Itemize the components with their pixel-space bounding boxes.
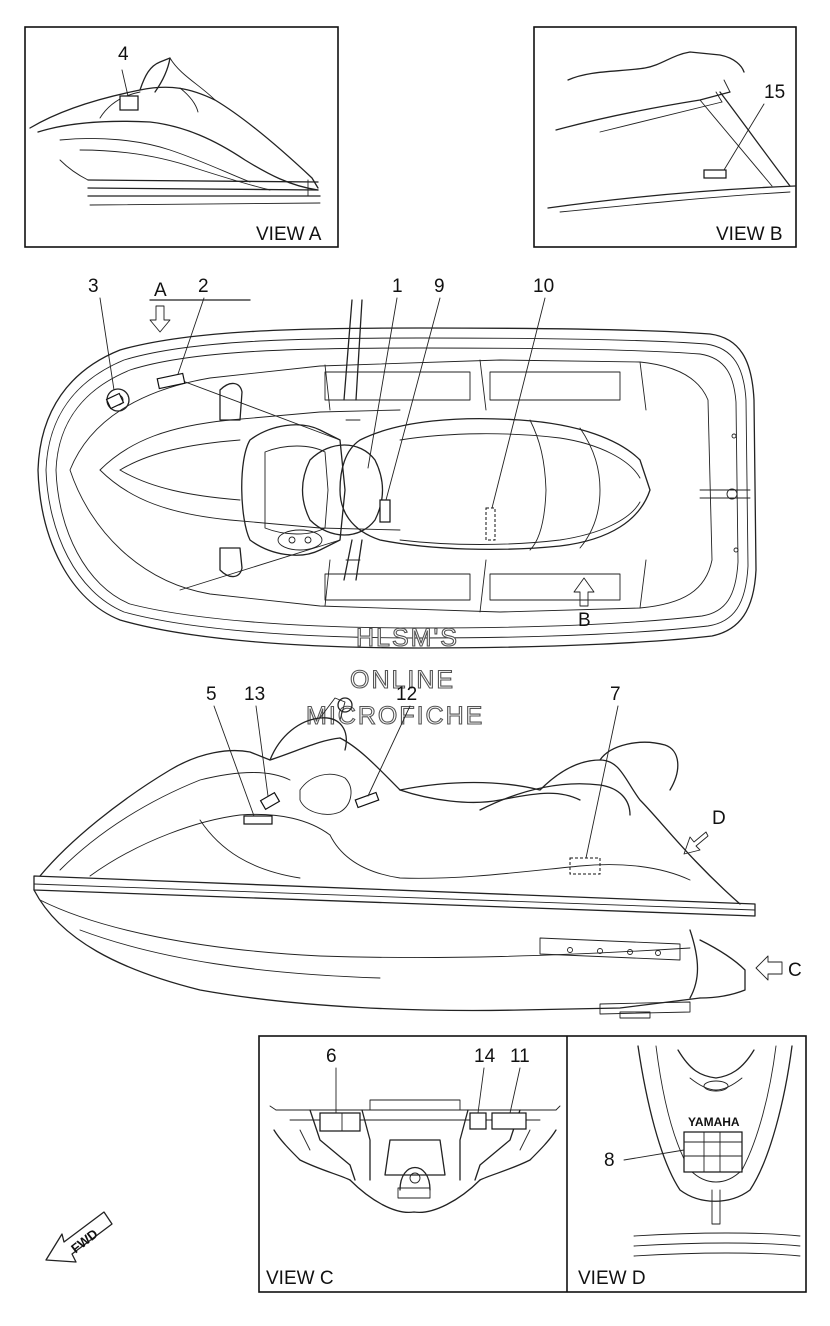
callout-4: 4 [118, 44, 129, 65]
watermark-line-2: ONLINE [350, 666, 455, 694]
brand-logo-text: YAMAHA [688, 1115, 740, 1129]
fwd-arrow-icon [45, 1211, 113, 1263]
fwd-arrow: FWD [45, 1211, 113, 1263]
label-6-patch [319, 1112, 361, 1132]
top-view: 3 2 1 9 10 A B [37, 276, 757, 649]
arrow-b-icon [573, 577, 595, 607]
label-8-patch [683, 1131, 743, 1173]
view-a-drawing [29, 57, 321, 206]
view-a-panel: 4 VIEW A [24, 26, 339, 248]
watermark-line-3: MICROFICHE [306, 702, 484, 730]
fwd-label: FWD [68, 1226, 101, 1256]
label-2-patch [156, 372, 186, 390]
view-a-frame [24, 26, 339, 248]
view-b-drawing [547, 51, 796, 213]
callout-11: 11 [510, 1046, 530, 1067]
callout-9: 9 [434, 276, 445, 297]
watermark: HLSM'S ONLINE MICROFICHE [305, 623, 484, 730]
label-14-patch [469, 1112, 487, 1130]
view-c-d-panel: 6 14 11 VIEW C YAMAHA 8 VIEW D [258, 1035, 807, 1293]
label-3-patch [105, 392, 125, 410]
callout-6: 6 [326, 1046, 337, 1067]
label-5-patch [243, 815, 273, 825]
view-d-caption: VIEW D [578, 1268, 646, 1289]
label-13-patch [259, 791, 281, 811]
callout-2: 2 [198, 276, 209, 297]
callout-15: 15 [764, 82, 785, 103]
view-d-drawing: YAMAHA [633, 1045, 801, 1257]
view-a-caption: VIEW A [256, 224, 322, 245]
view-b-panel: 15 VIEW B [533, 26, 797, 248]
callout-5: 5 [206, 684, 217, 705]
top-view-hull [37, 327, 757, 649]
label-9-patch [379, 499, 391, 523]
side-view: 5 13 12 7 D C [33, 684, 802, 1019]
view-b-frame [533, 26, 797, 248]
arrow-c-letter: C [788, 960, 802, 981]
callout-3: 3 [88, 276, 99, 297]
callout-10: 10 [533, 276, 554, 297]
callout-12: 12 [396, 684, 417, 705]
arrow-c-icon [755, 955, 783, 981]
label-4-patch [119, 95, 139, 111]
view-c-caption: VIEW C [266, 1268, 334, 1289]
arrow-a-icon [149, 305, 171, 333]
label-7-patch [569, 857, 601, 875]
callout-14: 14 [474, 1046, 496, 1067]
callout-7: 7 [610, 684, 621, 705]
callout-8: 8 [604, 1150, 615, 1171]
watermark-line-1: HLSM'S [356, 624, 459, 652]
arrow-a-letter: A [154, 280, 167, 301]
callout-1: 1 [392, 276, 403, 297]
arrow-d-icon [683, 831, 709, 855]
view-c-d-frame [258, 1035, 807, 1293]
arrow-d-letter: D [712, 808, 726, 829]
callout-13: 13 [244, 684, 265, 705]
label-11-patch [491, 1112, 527, 1130]
label-12-patch [354, 791, 380, 809]
label-10-patch [485, 507, 496, 541]
label-15-patch [703, 169, 727, 179]
arrow-b-letter: B [578, 610, 591, 631]
view-c-drawing [269, 1099, 561, 1214]
view-b-caption: VIEW B [716, 224, 783, 245]
side-view-hull [33, 697, 756, 1019]
